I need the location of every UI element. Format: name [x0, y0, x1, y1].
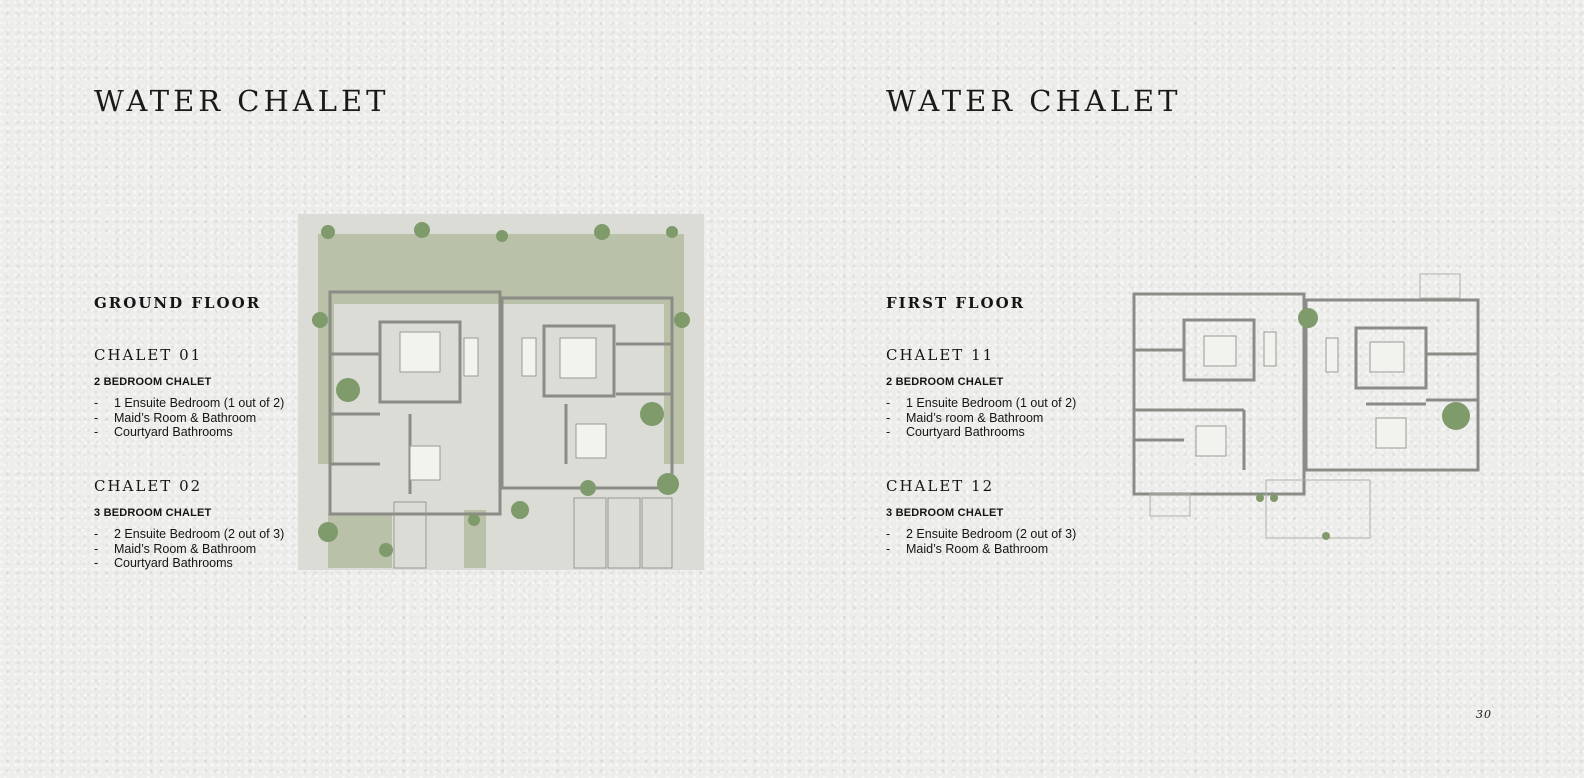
feature-item: Maid’s Room & Bathroom: [886, 542, 1116, 557]
chalet-11-block: CHALET 11 2 BEDROOM CHALET 1 Ensuite Bed…: [886, 346, 1116, 440]
furniture: [1195, 331, 1407, 457]
chalet-01-features: 1 Ensuite Bedroom (1 out of 2) Maid’s Ro…: [94, 396, 324, 440]
feature-item: Maid’s Room & Bathroom: [94, 542, 324, 557]
trees: [1256, 308, 1470, 540]
feature-item: 1 Ensuite Bedroom (1 out of 2): [94, 396, 324, 411]
page-number: 30: [1476, 708, 1492, 721]
floor-label-first: FIRST FLOOR: [886, 294, 1026, 312]
feature-item: Maid’s room & Bathroom: [886, 411, 1116, 426]
floor-label-ground: GROUND FLOOR: [94, 294, 262, 312]
chalet-02-type: 3 BEDROOM CHALET: [94, 507, 212, 519]
chalet-11-name: CHALET 11: [886, 346, 995, 364]
feature-item: Courtyard Bathrooms: [94, 425, 324, 440]
feature-item: 2 Ensuite Bedroom (2 out of 3): [94, 527, 324, 542]
chalet-12-type: 3 BEDROOM CHALET: [886, 507, 1004, 519]
garden-entry: [464, 510, 486, 568]
first-floor-plan: [1132, 273, 1480, 540]
chalet-12-block: CHALET 12 3 BEDROOM CHALET 2 Ensuite Bed…: [886, 477, 1116, 556]
trees: [312, 222, 690, 557]
chalet-02-block: CHALET 02 3 BEDROOM CHALET 2 Ensuite Bed…: [94, 477, 324, 571]
terrace-outlines: [1149, 273, 1461, 539]
chalet-01-name: CHALET 01: [94, 346, 203, 364]
garden-strip-east: [664, 304, 684, 464]
chalet-01-block: CHALET 01 2 BEDROOM CHALET 1 Ensuite Bed…: [94, 346, 324, 440]
chalet-11-walls: [1132, 292, 1306, 496]
feature-item: 1 Ensuite Bedroom (1 out of 2): [886, 396, 1116, 411]
chalet-12-walls: [1304, 298, 1480, 472]
parking-bays: [393, 497, 673, 569]
chalet-01-type: 2 BEDROOM CHALET: [94, 376, 212, 388]
feature-item: Courtyard Bathrooms: [886, 425, 1116, 440]
chalet-11-type: 2 BEDROOM CHALET: [886, 376, 1004, 388]
chalet-12-features: 2 Ensuite Bedroom (2 out of 3) Maid’s Ro…: [886, 527, 1116, 556]
furniture: [399, 331, 607, 481]
feature-item: Courtyard Bathrooms: [94, 556, 324, 571]
chalet-11-features: 1 Ensuite Bedroom (1 out of 2) Maid’s ro…: [886, 396, 1116, 440]
chalet-12-name: CHALET 12: [886, 477, 995, 495]
garden-southwest: [328, 514, 392, 568]
page-title-right: WATER CHALET: [886, 84, 1182, 118]
chalet-02-features: 2 Ensuite Bedroom (2 out of 3) Maid’s Ro…: [94, 527, 324, 571]
chalet-02-name: CHALET 02: [94, 477, 203, 495]
ground-floor-plan: [298, 214, 704, 570]
page-title-left: WATER CHALET: [94, 84, 390, 118]
feature-item: Maid’s Room & Bathroom: [94, 411, 324, 426]
garden-strip-west: [318, 304, 334, 464]
feature-item: 2 Ensuite Bedroom (2 out of 3): [886, 527, 1116, 542]
